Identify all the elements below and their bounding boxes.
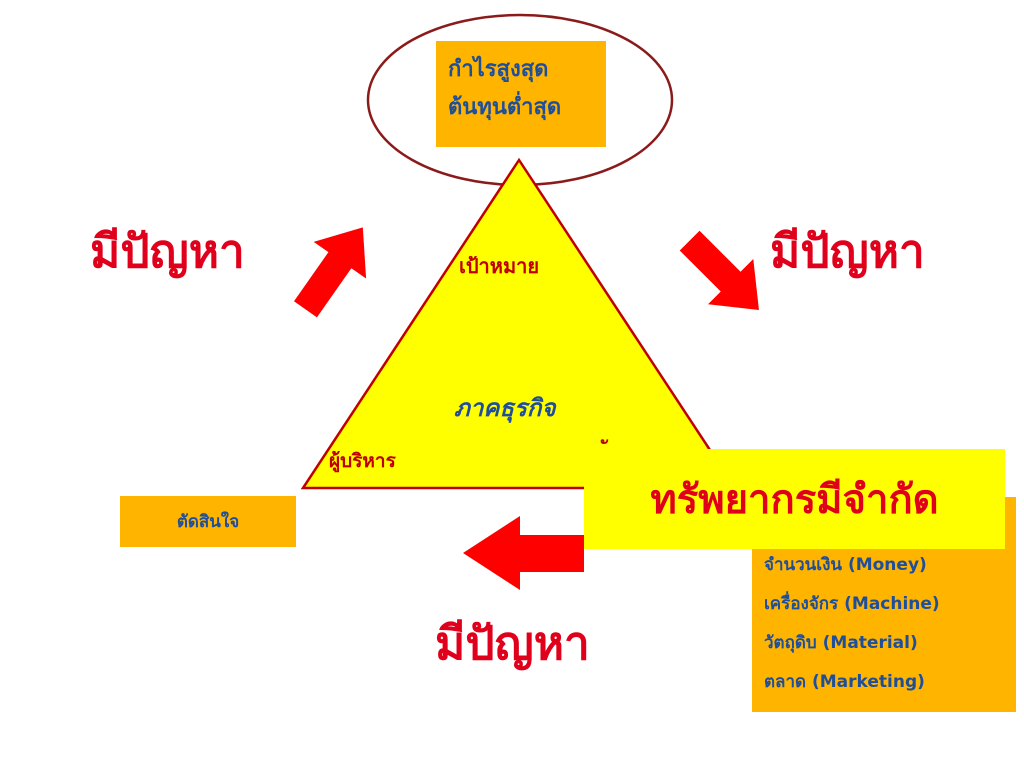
decision-label: ตัดสินใจ: [176, 512, 240, 532]
resource-item: จำนวนเงิน (Money): [764, 555, 927, 575]
limited-resources-label: ทรัพยากรมีจำกัด: [650, 476, 939, 523]
arrow-left-icon: [463, 516, 584, 590]
resource-item: เครื่องจักร (Machine): [764, 594, 940, 614]
goal-min-cost: ต้นทุนต่ำสุด: [448, 95, 562, 120]
decision-box: ตัดสินใจ: [120, 496, 296, 547]
triangle-goal-label: เป้าหมาย: [459, 254, 540, 278]
problem-left: มีปัญหา: [90, 224, 245, 278]
triangle-business-label: ภาคธุรกิจ: [454, 394, 556, 422]
resource-item: วัตถุดิบ (Material): [764, 633, 918, 653]
problem-right: มีปัญหา: [770, 224, 925, 278]
business-triangle: [300, 157, 738, 490]
arrow-down-right-icon: [679, 230, 759, 310]
goal-box: กำไรสูงสุด ต้นทุนต่ำสุด: [436, 41, 606, 147]
resource-item: ตลาด (Marketing): [764, 672, 925, 692]
problem-bottom: มีปัญหา: [435, 616, 590, 670]
arrow-up-right-icon: [294, 227, 367, 318]
limited-resources-banner: ทรัพยากรมีจำกัด: [584, 449, 1005, 549]
triangle-manager-label: ผู้บริหาร: [329, 450, 396, 472]
goal-max-profit: กำไรสูงสุด: [448, 57, 549, 82]
